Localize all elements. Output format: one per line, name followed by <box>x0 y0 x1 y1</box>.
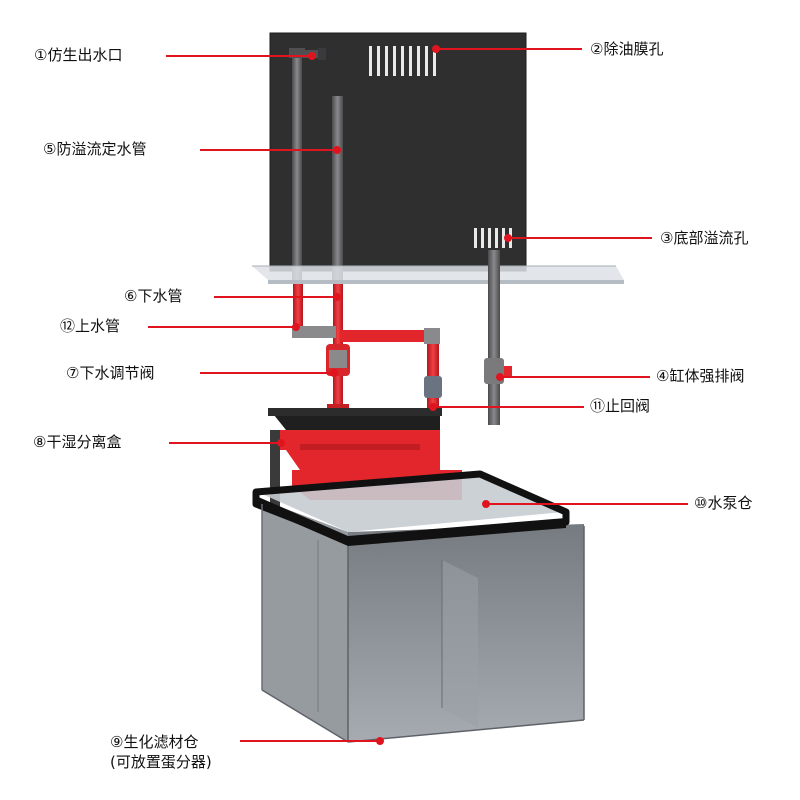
label-supply-pipe: ⑫上水管 <box>60 317 121 335</box>
oil-film-slots <box>369 46 436 76</box>
label-bionic-outlet: ①仿生出水口 <box>34 46 123 64</box>
back-panel <box>269 32 527 272</box>
label-drain-pipe: ⑥下水管 <box>124 287 183 305</box>
label-bio-media-chamber: ⑨生化滤材仓 (可放置蛋分器) <box>110 732 212 772</box>
leader-lines <box>148 45 688 745</box>
label-overflow-standpipe: ⑤防溢流定水管 <box>43 140 147 158</box>
label-bio-media-line2: (可放置蛋分器) <box>110 753 212 771</box>
label-dry-wet-box: ⑧干湿分离盒 <box>33 433 122 451</box>
overflow-standpipe <box>332 96 343 284</box>
label-drain-valve: ⑦下水调节阀 <box>66 364 155 382</box>
red-plumbing <box>292 284 442 414</box>
label-pump-chamber: ⑩水泵仓 <box>694 494 753 512</box>
label-check-valve: ⑪止回阀 <box>590 397 651 415</box>
label-oil-film-hole: ②除油膜孔 <box>590 40 664 58</box>
sump-tank <box>252 470 585 743</box>
label-bio-media-line1: ⑨生化滤材仓 <box>110 733 199 751</box>
label-forced-drain-valve: ④缸体强排阀 <box>656 367 745 385</box>
glass-shelf <box>252 265 624 284</box>
label-bottom-overflow-hole: ③底部溢流孔 <box>660 229 749 247</box>
